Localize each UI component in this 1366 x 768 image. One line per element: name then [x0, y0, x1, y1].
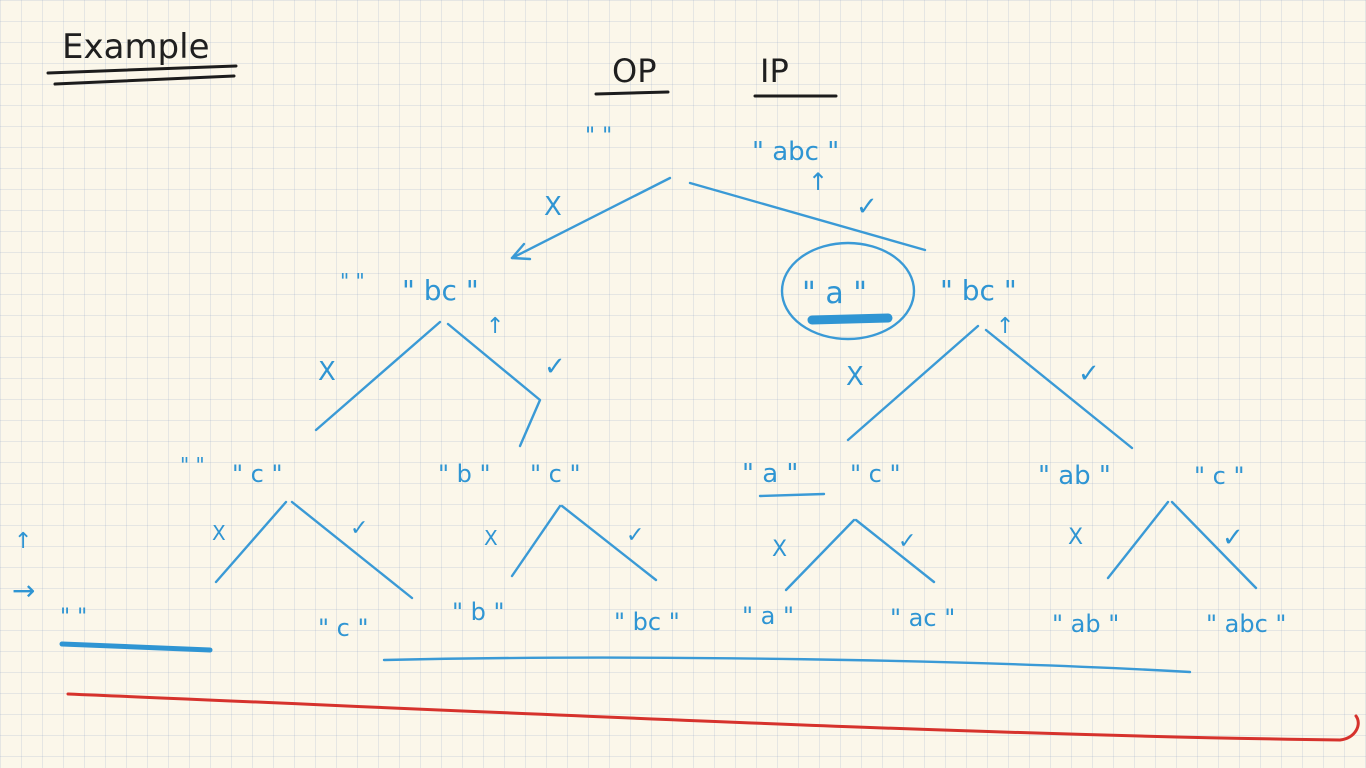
l2-n3-input: " c "	[850, 460, 901, 488]
l1-right-circle	[780, 241, 916, 341]
l2-n1-output: " "	[180, 453, 205, 477]
branch-l1right-right	[984, 328, 1134, 450]
mark-exclude-n1: X	[212, 521, 226, 545]
mark-exclude-root: X	[544, 192, 562, 222]
mark-exclude-n4: X	[1068, 525, 1083, 550]
leaf-3: " b "	[452, 598, 505, 626]
leaf-arrow: →	[12, 574, 35, 607]
mark-exclude-n2: X	[484, 526, 498, 550]
leaf-8: " abc "	[1206, 610, 1286, 638]
branch-root-left-arrowhead	[510, 242, 532, 261]
leaf-1-underline	[59, 641, 213, 653]
mark-include-n4: ✓	[1222, 523, 1244, 553]
root-pointer: ↑	[808, 168, 828, 196]
l1-left-input: " bc "	[402, 274, 479, 307]
branch-n3-right	[854, 518, 936, 584]
title-underline-1	[46, 64, 238, 75]
branch-l1left-right	[446, 322, 542, 448]
title: Example	[62, 27, 210, 67]
l2-n4-input: " c "	[1194, 462, 1245, 490]
branch-root-left	[510, 176, 672, 260]
leaf-4: " bc "	[614, 608, 680, 636]
mark-include-l1left: ✓	[544, 352, 566, 382]
l1-left-pointer: ↑	[486, 314, 504, 339]
leaf-2: " c "	[318, 614, 369, 642]
header-output-underline	[594, 90, 670, 96]
mark-exclude-n3: X	[772, 537, 787, 562]
branch-l1left-left	[314, 320, 442, 432]
root-input: " abc "	[752, 137, 839, 167]
header-output: OP	[612, 52, 656, 90]
leaf-5: " a "	[742, 602, 794, 630]
leaf-6: " ac "	[890, 604, 955, 632]
l2-n4-output: " ab "	[1038, 461, 1111, 491]
l2-n2-input: " c "	[530, 460, 581, 488]
branch-l1right-left	[846, 324, 980, 442]
branch-n4-left	[1106, 500, 1170, 580]
l2-n1-input: " c "	[232, 460, 283, 488]
leaf-pointer-up: ↑	[14, 529, 32, 554]
mark-include-l1right: ✓	[1078, 359, 1100, 389]
mark-include-n2: ✓	[626, 523, 644, 548]
root-output: " "	[585, 124, 612, 149]
branch-n2-left	[510, 504, 562, 578]
branch-root-right	[688, 181, 927, 252]
l1-left-output: " "	[340, 269, 365, 293]
leaves-bracket	[382, 656, 1192, 674]
branch-n2-right	[560, 504, 658, 582]
l2-n3-underline	[758, 492, 826, 498]
mark-exclude-l1left: X	[318, 357, 336, 387]
l1-right-pointer: ↑	[996, 314, 1014, 339]
header-input: IP	[760, 52, 789, 90]
l2-n2-output: " b "	[438, 460, 491, 488]
branch-n3-left	[784, 518, 856, 592]
title-underline-2	[53, 74, 236, 86]
branch-n1-right	[290, 500, 414, 600]
mark-include-n3: ✓	[898, 529, 916, 554]
branch-n4-right	[1170, 500, 1258, 590]
leaf-1: " "	[60, 605, 87, 630]
l2-n3-output: " a "	[742, 459, 798, 489]
l1-right-underline	[807, 313, 893, 325]
leaf-7: " ab "	[1052, 610, 1119, 638]
red-underline	[66, 692, 1360, 742]
mark-include-root: ✓	[856, 192, 878, 222]
mark-exclude-l1right: X	[846, 362, 864, 392]
l1-right-input: " bc "	[940, 274, 1017, 307]
branch-n1-left	[214, 500, 288, 584]
l1-right-output: " a "	[802, 276, 867, 311]
mark-include-n1: ✓	[350, 516, 368, 541]
